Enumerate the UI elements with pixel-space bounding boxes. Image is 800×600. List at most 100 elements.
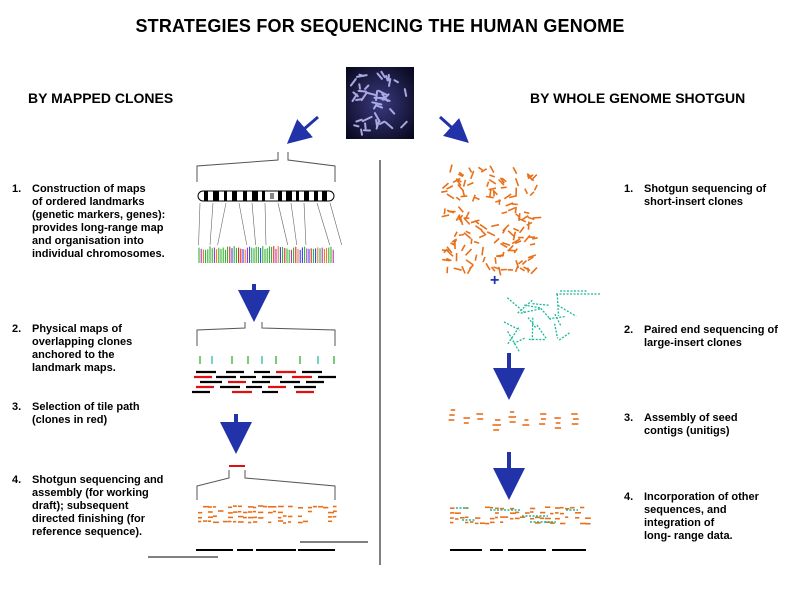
left-step-4-number: 4. xyxy=(12,474,22,486)
short-insert-read xyxy=(443,248,448,254)
chromosome-mark xyxy=(364,84,370,90)
short-insert-read xyxy=(480,229,487,236)
right-step-4-number: 4. xyxy=(624,491,634,503)
short-insert-read xyxy=(524,188,529,195)
right-step-4-text: Incorporation of other sequences, and in… xyxy=(644,491,759,542)
short-insert-read xyxy=(501,228,507,234)
short-insert-read xyxy=(523,211,530,215)
left-step-1-text: Construction of maps of ordered landmark… xyxy=(32,183,166,260)
short-insert-read xyxy=(453,231,458,238)
short-insert-read xyxy=(442,258,450,262)
paired-end-read xyxy=(506,297,526,314)
short-insert-read xyxy=(517,260,524,265)
short-insert-read xyxy=(475,225,483,231)
ideogram-band xyxy=(286,191,292,201)
chromosome-mark xyxy=(355,118,363,123)
short-insert-read xyxy=(486,181,490,187)
ideogram-band xyxy=(296,191,299,201)
chromosome-mark xyxy=(352,91,359,98)
left-step-1-number: 1. xyxy=(12,183,22,195)
short-insert-read xyxy=(485,262,491,271)
zoom-bracket-2 xyxy=(196,322,336,346)
landmark-map xyxy=(198,245,334,263)
short-insert-read xyxy=(488,187,497,191)
ideogram-band xyxy=(213,191,219,201)
chromosome-mark xyxy=(403,88,408,97)
chromosome-mark xyxy=(375,104,383,109)
short-insert-read xyxy=(489,189,492,197)
zoom-line xyxy=(264,202,267,246)
short-insert-read xyxy=(441,190,448,193)
short-insert-read xyxy=(453,267,462,271)
chromosome-mark xyxy=(364,122,367,130)
short-insert-read xyxy=(530,174,538,181)
chromosome-mark xyxy=(389,108,396,115)
short-insert-read xyxy=(500,242,508,249)
short-insert-read xyxy=(532,216,542,219)
short-insert-read xyxy=(492,189,498,196)
short-insert-read xyxy=(471,194,476,202)
short-insert-read xyxy=(496,255,502,258)
chromosome-mark xyxy=(366,91,378,97)
chromosome-mark xyxy=(358,73,365,77)
chromosome-mark xyxy=(360,92,368,102)
ideogram-band xyxy=(322,191,327,201)
short-insert-read xyxy=(507,206,516,212)
chromosome-mark xyxy=(349,78,357,87)
paired-end-read xyxy=(556,294,560,316)
short-insert-read xyxy=(463,217,471,225)
short-insert-read xyxy=(470,238,473,244)
paired-end-read xyxy=(527,317,537,329)
short-insert-read xyxy=(489,165,495,173)
short-insert-read xyxy=(505,202,514,207)
chromosome-mark xyxy=(373,102,378,110)
chromosome-ideogram xyxy=(197,190,335,202)
short-insert-read xyxy=(493,237,500,244)
zoom-line xyxy=(329,202,343,246)
short-insert-read xyxy=(503,193,512,200)
short-insert-read xyxy=(491,223,500,228)
short-insert-read xyxy=(463,232,472,240)
chromosome-mark xyxy=(373,112,381,123)
short-insert-read xyxy=(481,246,484,256)
paired-end-read xyxy=(519,308,540,314)
short-insert-read xyxy=(478,234,485,239)
zoom-bracket-1 xyxy=(196,152,336,182)
paired-end-read xyxy=(532,303,550,306)
left-step-2: 2. Physical maps of overlapping clones a… xyxy=(12,323,132,375)
short-insert-read xyxy=(513,227,520,232)
ideogram-band xyxy=(252,191,258,201)
short-insert-read xyxy=(468,167,473,173)
short-insert-read xyxy=(507,230,515,237)
centromere xyxy=(270,193,274,199)
short-insert-read xyxy=(527,254,537,259)
chromosome-mark xyxy=(380,70,386,79)
short-insert-read xyxy=(465,259,474,266)
short-insert-read xyxy=(498,178,505,186)
plus-sign: + xyxy=(490,272,500,289)
short-insert-read xyxy=(527,174,534,180)
heading-whole-genome-shotgun: BY WHOLE GENOME SHOTGUN xyxy=(530,90,746,106)
short-insert-read xyxy=(465,248,473,256)
ideogram-band xyxy=(314,191,318,201)
short-insert-read xyxy=(474,254,478,261)
short-insert-read xyxy=(514,240,522,245)
right-step-2-text: Paired end sequencing of large-insert cl… xyxy=(644,324,778,349)
short-insert-read xyxy=(512,231,517,241)
chromosome-mark xyxy=(353,124,360,128)
left-step-4-text: Shotgun sequencing and assembly (for wor… xyxy=(32,474,164,538)
chromosome-mark xyxy=(355,98,363,101)
ideogram-band xyxy=(224,191,227,201)
short-insert-read xyxy=(514,206,517,214)
short-insert-read xyxy=(530,267,538,275)
paired-end-read xyxy=(507,331,520,352)
short-insert-read xyxy=(458,171,465,177)
short-insert-read xyxy=(521,260,527,266)
short-insert-read xyxy=(441,214,450,218)
short-insert-read xyxy=(457,173,464,178)
short-insert-read xyxy=(462,179,467,187)
zoom-line xyxy=(316,202,331,246)
short-insert-read xyxy=(531,237,538,240)
arrow-to-shotgun xyxy=(438,115,469,144)
